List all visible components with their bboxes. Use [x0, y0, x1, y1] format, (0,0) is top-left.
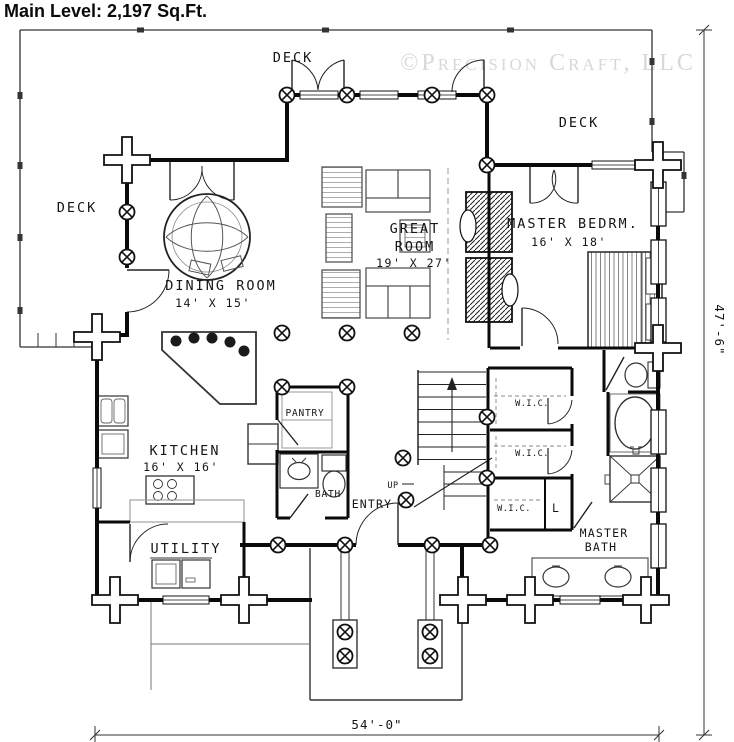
- vanity-sink-left: [542, 566, 570, 588]
- deck-left-label: DECK: [57, 200, 98, 216]
- deck-rail-ticks: [17, 27, 687, 314]
- log-post-icon: [421, 623, 439, 641]
- log-post-icon: [394, 449, 412, 467]
- dryer: [181, 559, 211, 589]
- log-post-icon: [336, 536, 354, 554]
- log-corner-icon: [634, 141, 682, 189]
- linen-label: L: [552, 501, 560, 515]
- wic-lower-label: W.I.C.: [497, 504, 531, 514]
- log-corner-icon: [103, 136, 151, 184]
- window: [162, 595, 210, 605]
- log-post-icon: [118, 203, 136, 221]
- log-post-icon: [273, 324, 291, 342]
- up-label: UP: [387, 481, 398, 491]
- master-bath-label-1: MASTER: [580, 526, 629, 540]
- wic-middle-label: W.I.C.: [515, 449, 549, 459]
- utility-label: UTILITY: [151, 541, 222, 557]
- log-post-icon: [338, 324, 356, 342]
- porch: [150, 548, 463, 701]
- deck-right-label: DECK: [559, 115, 600, 131]
- utility-fixtures: [150, 557, 212, 589]
- log-corner-icon: [220, 576, 268, 624]
- dining-table: [163, 193, 251, 281]
- master-bedroom-label: MASTER BEDRM.: [507, 216, 639, 232]
- log-corner-icon: [439, 576, 487, 624]
- doors: [126, 59, 625, 563]
- bathtub: [614, 396, 656, 450]
- log-corner-icon: [622, 576, 670, 624]
- log-post-icon: [421, 647, 439, 665]
- vanity-sink-right: [604, 566, 632, 588]
- dining-room-dims: 14' X 15': [175, 296, 251, 310]
- kitchen-sink: [97, 395, 129, 427]
- bath-vanity: [279, 453, 319, 489]
- kitchen-counter: [129, 499, 245, 523]
- window: [92, 467, 102, 509]
- kitchen-dims: 16' X 16': [143, 460, 219, 474]
- dimension-lines: [89, 24, 712, 742]
- dining-room-label: DINING ROOM: [165, 278, 276, 294]
- overall-width-dim: 54'-0": [351, 717, 402, 732]
- log-wall-windows: [650, 181, 667, 569]
- overall-height-dim: 47'-6": [712, 304, 727, 355]
- log-post-icon: [336, 647, 354, 665]
- log-post-icon: [118, 248, 136, 266]
- log-post-icon: [478, 469, 496, 487]
- log-post-icon: [338, 86, 356, 104]
- closet-rods: [494, 378, 566, 501]
- log-post-icon: [423, 86, 441, 104]
- bath-label: BATH: [315, 489, 341, 500]
- log-post-icon: [403, 324, 421, 342]
- log-corner-icon: [73, 313, 121, 361]
- interior-walls: [97, 165, 660, 602]
- window: [359, 90, 399, 100]
- great-room-dims: 19' X 27': [376, 256, 452, 270]
- log-post-icon: [478, 86, 496, 104]
- log-post-icon: [397, 491, 415, 509]
- deck-outline: [17, 27, 687, 348]
- up-arrow-icon: [447, 377, 457, 390]
- log-post-icon: [269, 536, 287, 554]
- page-title: Main Level: 2,197 Sq.Ft.: [4, 1, 208, 21]
- great-room-label-1: GREAT: [390, 221, 441, 237]
- pantry-label: PANTRY: [285, 408, 324, 419]
- master-toilet: [624, 362, 648, 388]
- master-bath-label-2: BATH: [585, 540, 618, 554]
- master-bedroom-dims: 16' X 18': [531, 235, 607, 249]
- kitchen-island: [161, 331, 257, 405]
- log-post-icon: [478, 156, 496, 174]
- bath-fixtures: [279, 391, 347, 498]
- wic-upper-label: W.I.C.: [515, 399, 549, 409]
- log-post-icon: [338, 378, 356, 396]
- bar-stools: [170, 332, 250, 357]
- log-post-icon: [423, 536, 441, 554]
- kitchen-fixtures: [97, 331, 279, 523]
- window: [559, 595, 601, 605]
- window: [299, 90, 339, 100]
- deck-top-label: DECK: [273, 50, 314, 66]
- room-labels: DECK DECK DECK GREAT ROOM 19' X 27' MAST…: [57, 50, 727, 732]
- watermark: ©Precision Craft, LLC: [400, 50, 696, 76]
- great-room-furniture: [321, 166, 449, 340]
- toilet-tank: [321, 454, 347, 472]
- bath-sink: [287, 461, 311, 481]
- toilet: [322, 470, 346, 498]
- window: [591, 160, 637, 170]
- kitchen-label: KITCHEN: [150, 443, 221, 459]
- range: [145, 475, 195, 505]
- log-post-icon: [273, 378, 291, 396]
- log-post-icon: [336, 623, 354, 641]
- log-post-icon: [278, 86, 296, 104]
- great-room-label-2: ROOM: [395, 239, 436, 255]
- stairs: [402, 370, 493, 510]
- log-post-icon: [481, 536, 499, 554]
- entry-label: ENTRY: [352, 497, 393, 511]
- washer: [151, 559, 181, 589]
- log-post-icon: [478, 408, 496, 426]
